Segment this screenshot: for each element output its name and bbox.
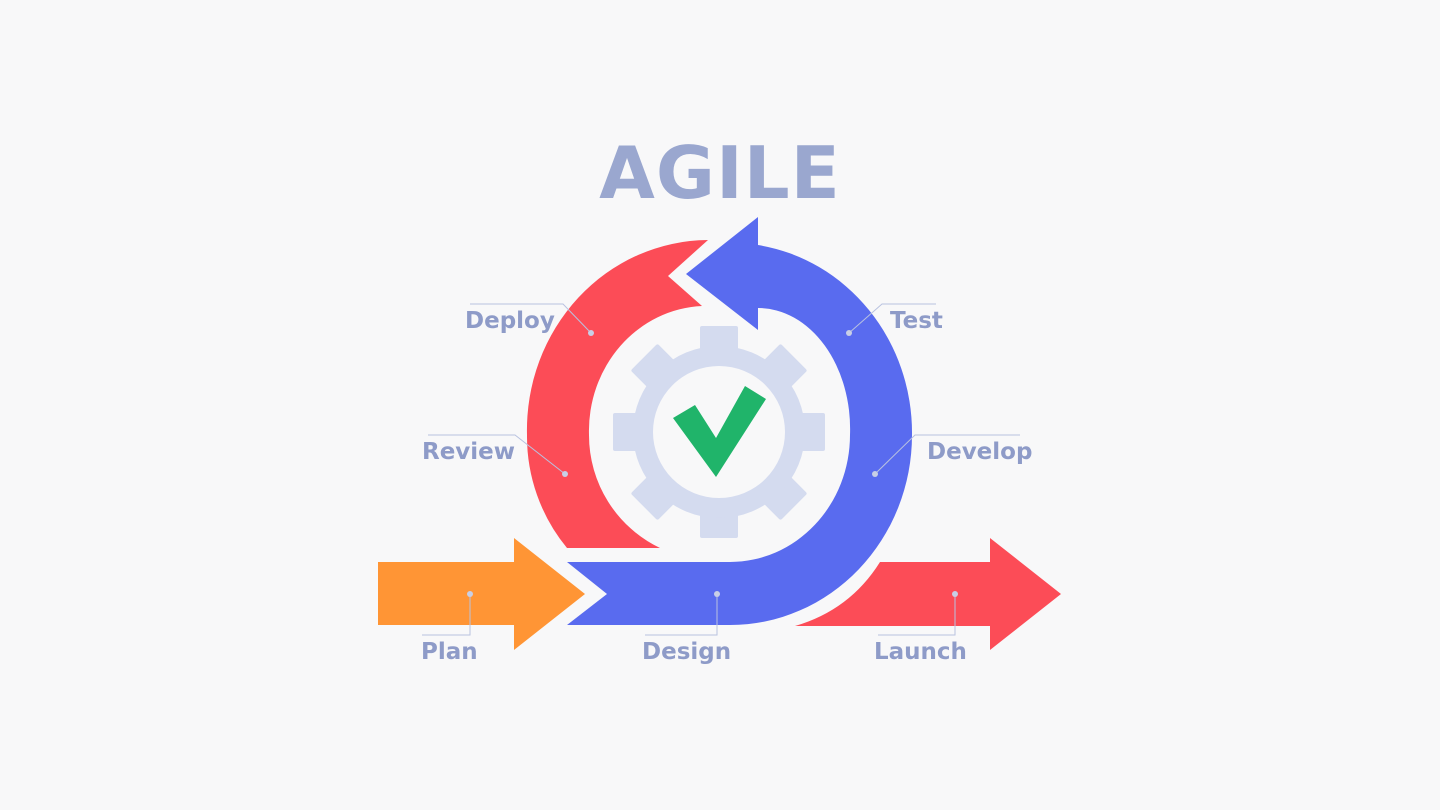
label-develop: Develop <box>927 439 1033 465</box>
checkmark-icon <box>673 386 766 477</box>
dot-develop <box>872 471 878 477</box>
label-deploy: Deploy <box>465 308 555 334</box>
label-review: Review <box>422 439 516 465</box>
label-design: Design <box>642 639 732 665</box>
label-test: Test <box>890 308 943 334</box>
launch-arrow <box>795 538 1061 650</box>
design-develop-test-loop <box>567 217 913 625</box>
leader-lines <box>422 303 1020 636</box>
leader-review <box>428 434 566 475</box>
diagram-title: AGILE <box>599 131 841 215</box>
dot-review <box>562 471 568 477</box>
leader-plan <box>422 594 471 636</box>
plan-arrow <box>378 538 585 650</box>
dot-test <box>846 330 852 336</box>
dot-design <box>714 591 720 597</box>
leader-test <box>848 303 936 334</box>
review-deploy-loop <box>526 240 708 548</box>
dot-plan <box>467 591 473 597</box>
leader-develop <box>874 434 1020 475</box>
label-launch: Launch <box>874 639 967 665</box>
gear-icon <box>613 326 825 538</box>
leader-launch <box>878 594 956 636</box>
leader-dots <box>467 330 958 597</box>
dot-deploy <box>588 330 594 336</box>
leader-design <box>645 594 718 636</box>
dot-launch <box>952 591 958 597</box>
label-plan: Plan <box>421 639 478 665</box>
leader-deploy <box>470 303 592 334</box>
